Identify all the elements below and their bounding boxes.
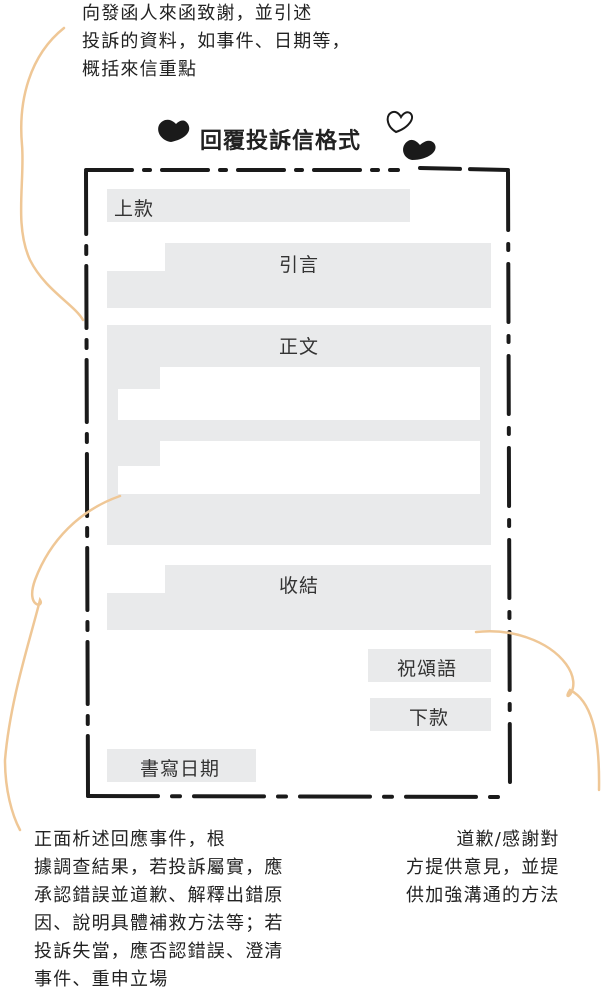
body-label: 正文 bbox=[279, 336, 320, 358]
signature-block bbox=[370, 698, 491, 731]
signature-label: 下款 bbox=[409, 707, 450, 729]
guide-curve-body bbox=[3, 494, 122, 832]
conclusion-label: 收結 bbox=[279, 575, 320, 597]
diagram-title: 回覆投訴信格式 bbox=[200, 128, 362, 154]
date-label: 書寫日期 bbox=[140, 758, 221, 780]
date-block bbox=[107, 749, 256, 782]
introduction-label: 引言 bbox=[279, 254, 320, 276]
guide-curve-introduction bbox=[19, 26, 85, 322]
diagram-title-row: 回覆投訴信格式 bbox=[150, 115, 450, 165]
salutation-label: 上款 bbox=[114, 198, 155, 220]
salutation-block bbox=[107, 189, 410, 222]
complimentary-close-block bbox=[368, 649, 491, 682]
guide-curve-conclusion bbox=[474, 630, 601, 792]
complimentary-close-label: 祝頌語 bbox=[397, 658, 458, 680]
note-introduction-guide: 向發函人來函致謝，並引述 投訴的資料，如事件、日期等， 概括來信重點 bbox=[82, 3, 351, 80]
note-conclusion-guide: 道歉/感謝對 方提供意見，並提 供加強溝通的方法 bbox=[406, 829, 560, 906]
note-body-guide: 正面析述回應事件，根 據調查結果，若投訴屬實，應 承認錯誤並道歉、解釋出錯原 因… bbox=[34, 829, 284, 990]
